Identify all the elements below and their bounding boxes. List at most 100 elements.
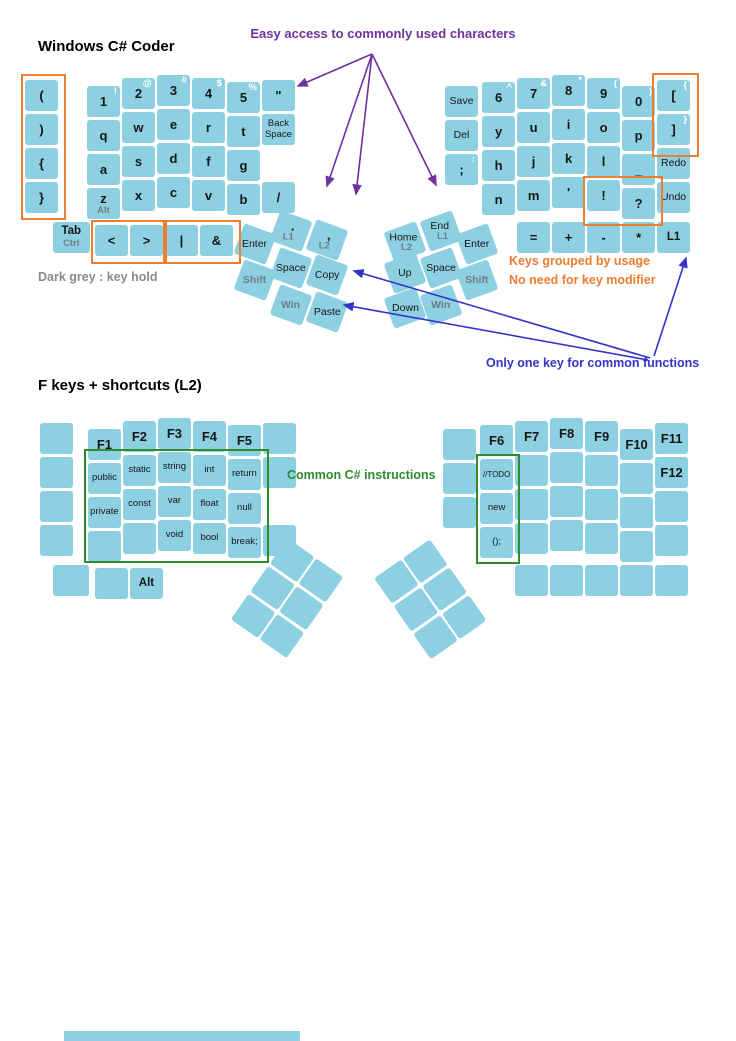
key-question: ? [622, 187, 656, 219]
note-one-key: Only one key for common functions [486, 356, 700, 370]
cropped-element-bottom [64, 1031, 300, 1041]
key-enter: Enter [455, 222, 499, 265]
key-h: h [482, 150, 516, 182]
key-u: u [517, 112, 551, 144]
arrow-easy-access-quote [296, 53, 373, 87]
key-blank [620, 530, 654, 562]
highlight-pipe-amp-keys [163, 220, 241, 264]
key-shift: Shift [233, 259, 277, 302]
key-f: f [191, 146, 225, 178]
key-r: r [191, 112, 225, 144]
key-shift: Shift [455, 259, 499, 302]
note-common-csharp: Common C# instructions [287, 468, 436, 482]
key-void: void [157, 520, 191, 551]
key-s: s [121, 146, 155, 178]
key-f7: F7 [515, 421, 549, 453]
key-bracket-open: [{ [657, 80, 691, 112]
key-w: w [121, 112, 155, 144]
key-g: g [226, 150, 260, 182]
key-blank [515, 455, 549, 487]
arrow-one-key-l1 [653, 256, 688, 357]
key-string: string [157, 452, 191, 483]
key-blank [40, 457, 73, 489]
key-null: null [227, 493, 261, 525]
key-blank [40, 423, 73, 455]
key-blank [87, 530, 121, 562]
key-const: const [122, 489, 156, 521]
key-n: n [482, 184, 516, 216]
key-4: 4$ [191, 78, 225, 110]
key-d: d [156, 143, 190, 174]
key-blank [585, 489, 619, 521]
key-blank [550, 564, 584, 596]
key-parens-semicolon: (); [480, 527, 514, 559]
key-alt: Alt [129, 568, 163, 600]
key-redo: Redo [657, 148, 691, 180]
key-blank [550, 452, 584, 483]
note-keys-grouped: Keys grouped by usage [509, 254, 651, 268]
key-comma: ,L2 [305, 219, 349, 261]
key-ampersand: & [200, 225, 233, 257]
layer2-right-thumb-cluster [374, 538, 490, 662]
key-layer1-toggle: L1 [657, 221, 691, 253]
key-y: y [482, 116, 516, 148]
key-3: 3# [156, 75, 190, 106]
key-equals: = [517, 221, 551, 253]
key-blank [443, 462, 476, 494]
key-blank [620, 496, 654, 528]
key-2: 2@ [121, 78, 155, 110]
key-space: Space [419, 247, 463, 289]
key-0: 0) [622, 85, 656, 117]
key-blank [620, 564, 654, 596]
key-bool: bool [192, 523, 226, 555]
key-f3: F3 [157, 418, 191, 449]
key-e: e [156, 109, 190, 140]
key-greater-than: > [130, 225, 163, 257]
key-static: static [122, 455, 156, 487]
key-q: q [86, 119, 120, 151]
key-paren-open: ( [25, 80, 58, 112]
key-blank [52, 564, 90, 596]
highlight-csharp-right [476, 454, 520, 564]
arrow-easy-access-right-thumb [371, 53, 437, 187]
key-f9: F9 [585, 421, 619, 453]
key-save: Save [445, 85, 478, 117]
key-p: p [622, 119, 656, 151]
key-f2: F2 [122, 421, 156, 453]
key-semicolon: ;: [445, 153, 478, 185]
key-paren-close: ) [25, 114, 58, 146]
key-v: v [191, 180, 225, 212]
key-blank [655, 564, 689, 596]
key-f6: F6 [480, 425, 514, 457]
key-f4: F4 [192, 421, 226, 453]
key-6: 6^ [482, 82, 516, 114]
key-f11: F11 [655, 423, 689, 455]
key-blank [585, 455, 619, 487]
arrow-easy-access-comma [352, 53, 373, 196]
key-blank [262, 423, 296, 455]
key-8: 8* [552, 75, 586, 106]
note-easy-access: Easy access to commonly used characters [250, 26, 516, 41]
key-blank [443, 496, 476, 528]
key-blank [585, 523, 619, 555]
key-blank [443, 428, 476, 460]
key-blank [655, 491, 689, 523]
key-todo-comment: //TODO [480, 459, 514, 491]
key-blank [40, 491, 73, 523]
key-plus: + [552, 221, 586, 253]
key-m: m [517, 180, 551, 212]
key-blank [550, 486, 584, 517]
key-f1: F1 [87, 428, 121, 460]
key-exclamation: ! [587, 180, 621, 212]
key-blank [550, 520, 584, 551]
key-t: t [226, 116, 260, 148]
key-win: Win [419, 283, 463, 326]
key-private: private [87, 496, 121, 528]
key-apostrophe: ' [552, 177, 586, 208]
key-blank [620, 462, 654, 494]
key-b: b [226, 184, 260, 216]
